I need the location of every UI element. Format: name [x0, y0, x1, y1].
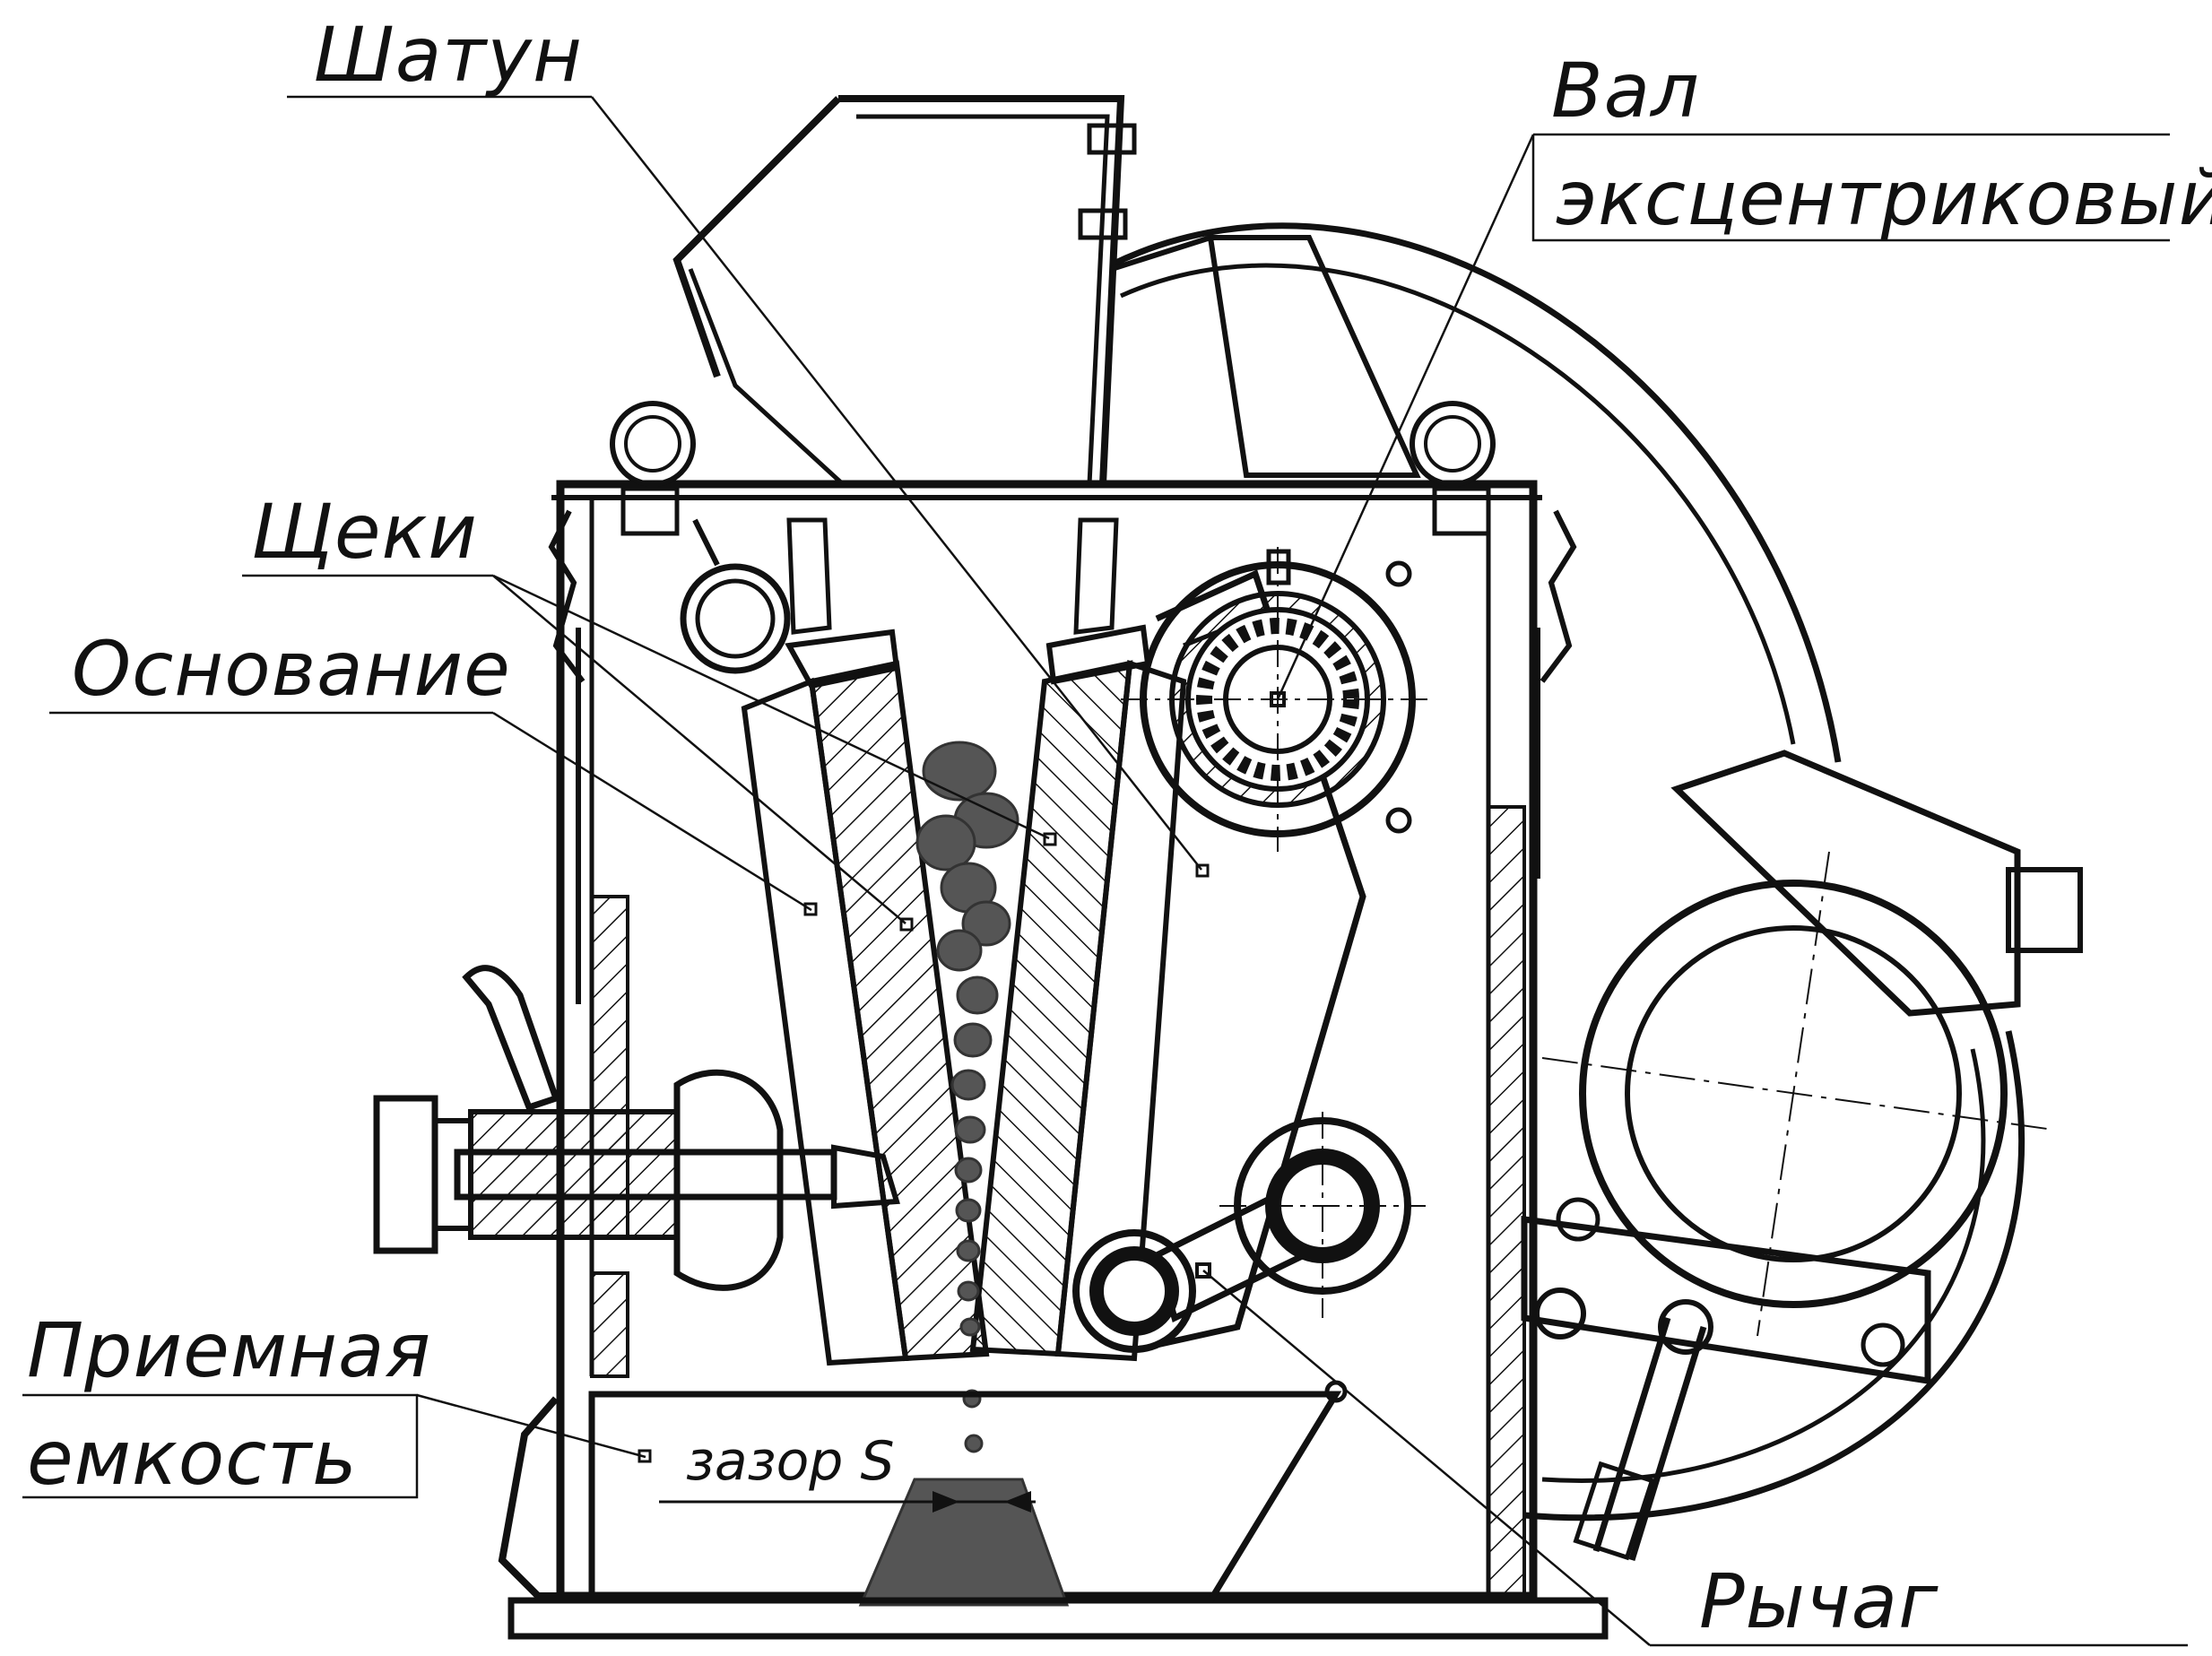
label-shatun: Шатун	[314, 11, 583, 99]
guide-roller	[680, 518, 791, 674]
label-osnovanie: Основание	[72, 625, 511, 713]
label-val-line2: эксцентриковый	[1556, 154, 2212, 242]
fixed-jaw	[741, 517, 990, 1366]
label-rychag: Рычаг	[1699, 1557, 1939, 1645]
motor-bracket	[1521, 1197, 1931, 1562]
adjusting-screw	[373, 965, 900, 1291]
label-scheki: Щеки	[251, 488, 478, 576]
label-zazor: зазор S	[686, 1430, 895, 1493]
feed-hopper	[672, 95, 1421, 486]
gap-dimension	[659, 1491, 1036, 1513]
crushed-material	[858, 741, 1070, 1607]
lever	[1072, 1112, 1426, 1353]
labels: Шатун Вал эксцентриковый Щеки Основание …	[27, 11, 2212, 1645]
label-priemnaya-line2: емкость	[27, 1414, 358, 1502]
leader-lines	[22, 95, 2188, 1647]
label-val-line1: Вал	[1551, 47, 1700, 134]
electric-motor	[1541, 750, 2083, 1337]
label-priemnaya-line1: Приемная	[27, 1306, 431, 1394]
frame-base	[507, 401, 1609, 1640]
